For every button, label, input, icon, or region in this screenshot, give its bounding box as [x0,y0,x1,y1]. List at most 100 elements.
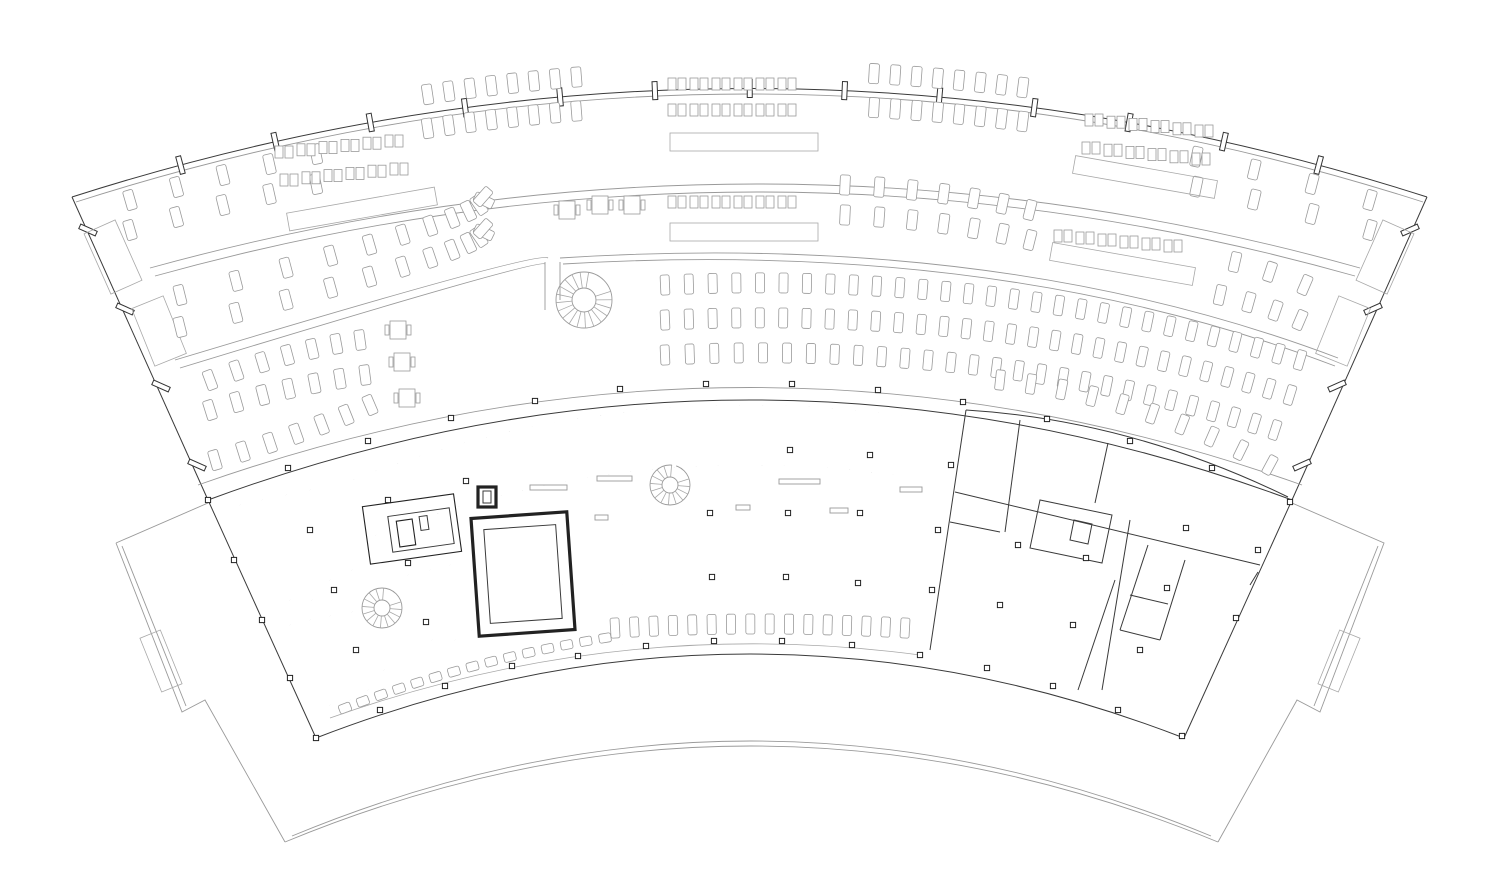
desk-icon [1150,120,1160,133]
bookshelf-core [616,519,624,586]
desk-icon [754,307,765,329]
desk-icon [623,195,641,215]
desk-icon [743,77,753,91]
desk-icon [1049,329,1062,352]
desk-icon [1034,363,1048,385]
desk-icon [699,195,709,209]
bookshelf-core [806,519,811,576]
desk-icon [755,103,765,117]
desk-icon [777,77,787,91]
desk-icon [755,77,765,91]
column-icon [706,509,714,517]
desk-icon [527,70,541,92]
desk-icon [1362,189,1378,211]
desk-icon [822,614,833,636]
column-icon [778,637,786,645]
desk-icon [389,162,399,176]
desk-icon [876,346,888,368]
desk-icon [485,74,498,97]
stair-hatch-icon [1355,219,1415,295]
columns [204,380,1294,742]
facade-mullion [187,458,207,472]
desk-icon [1228,331,1243,353]
desk-icon [172,284,188,306]
column-icon [230,556,238,564]
desk-icon [228,269,244,292]
column-icon [1182,524,1190,532]
desk-icon [484,655,499,668]
desk-icon [362,233,378,256]
desk-icon [1247,412,1262,435]
desk-icon [1362,219,1378,241]
desk-icon [422,246,439,269]
desk-icon [994,369,1006,391]
bookshelf-core [760,405,765,466]
column-icon [782,573,790,581]
desk-icon [1271,342,1286,365]
facade-mullion [1030,97,1039,118]
desk-icon [1241,291,1257,314]
desk-icon [733,195,743,209]
bookshelf-core [596,519,605,586]
stair-tread [571,274,580,290]
column-icon [928,586,936,594]
desk-icon [861,615,872,637]
bookshelf-core [803,406,812,467]
desk-icon [1292,349,1308,371]
bookshelf-core [902,519,907,576]
column-icon [947,461,955,469]
lower-level-outline [115,499,1385,843]
column-icon [642,642,650,650]
desk-icon [1172,122,1182,136]
desk-icon [373,688,388,701]
desk-icon [825,273,836,295]
desk-icon [894,277,906,299]
desk-icon [215,194,231,216]
column-icon [384,496,392,504]
desk-icon [1179,150,1189,164]
desk-icon [1182,122,1192,136]
column-icon [422,618,430,626]
desk-icon [868,63,880,85]
desk-icon [889,64,902,86]
stair-tread [591,309,602,323]
desk-icon [355,695,370,708]
desk-icon [255,384,271,406]
column-icon [447,414,455,422]
column-icon [1208,464,1216,472]
desk-icon [995,108,1008,130]
carrel-base [1049,242,1196,286]
desk-icon [841,614,853,636]
desk-icon [726,613,736,635]
desk-icon [1173,239,1183,253]
desk-icon [967,217,981,240]
desk-icon [1135,145,1145,159]
desk-icon [207,449,223,471]
chair [393,392,399,404]
desk-icon [1296,274,1314,296]
desk-icon [952,69,966,91]
desk-icon [940,280,952,303]
column-icon [1082,554,1090,562]
desk-icon [1103,143,1113,157]
desk-icon [1091,141,1101,155]
bookshelf-core [782,519,787,576]
desk-icon [684,343,695,365]
stair-tread [677,478,690,483]
column-icon [312,734,320,742]
desk-icon [570,66,583,88]
column-icon [1286,498,1294,506]
stair-tread [663,465,668,478]
column-icon [1049,682,1057,690]
desk-icon [1206,325,1221,348]
facade-mullion [365,112,375,133]
column-icon [934,526,942,534]
desk-icon [367,164,377,178]
bookshelf-core [308,489,354,571]
desk-icon [689,195,699,209]
stair-tread [677,485,690,487]
desk-icon [868,97,880,119]
desk-icon [578,635,593,647]
desk-icon [711,103,721,117]
desk-icon [395,223,411,246]
